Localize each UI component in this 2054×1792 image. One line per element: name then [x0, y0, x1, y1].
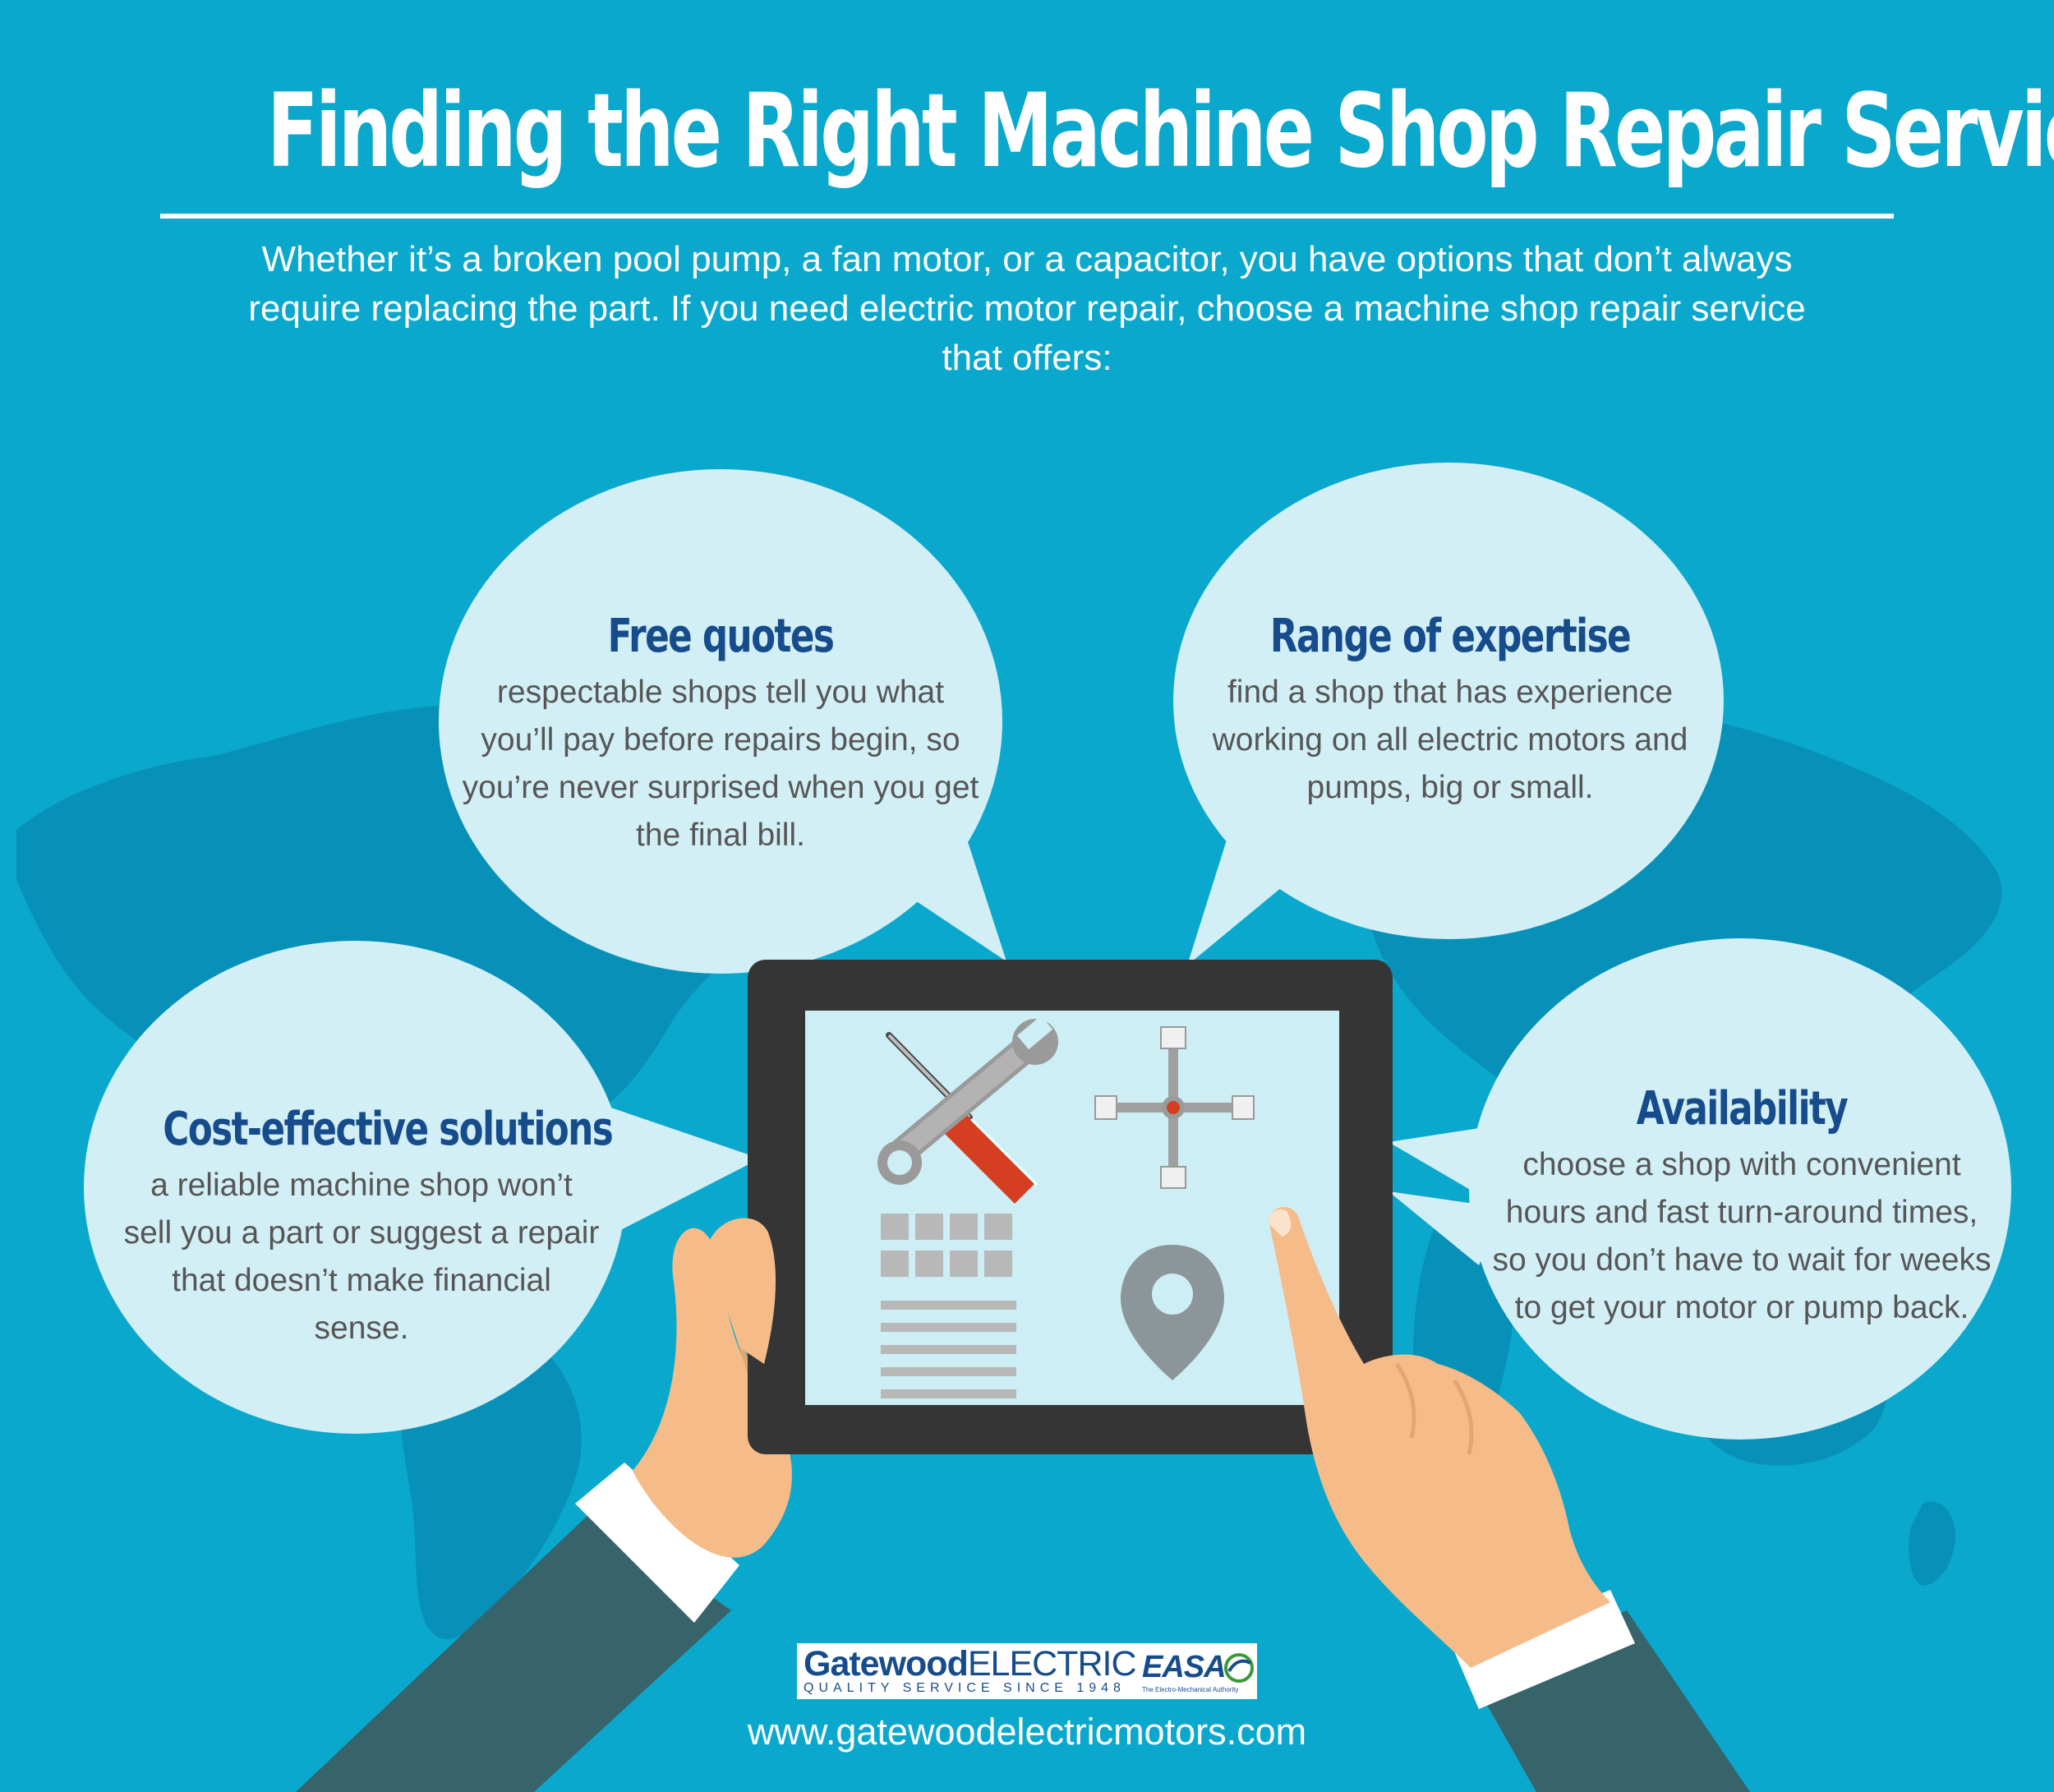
cost-effective-title: Cost-effective solutions — [163, 1103, 614, 1156]
left-thumb — [707, 1218, 776, 1364]
bubble-range-of-expertise — [1173, 463, 1724, 965]
location-pin-icon — [1121, 1245, 1224, 1380]
free-quotes-block: Free quotes respectable shops tell you w… — [458, 608, 983, 859]
left-arm — [296, 1228, 792, 1792]
screwdriver-wrench-icon — [877, 1015, 1058, 1204]
logo-brand-bold: Gatewood — [804, 1644, 969, 1684]
right-arm — [1454, 1590, 1750, 1792]
availability-block: Availability choose a shop with convenie… — [1479, 1080, 2005, 1332]
page-title: Finding the Right Machine Shop Repair Se… — [267, 72, 2054, 191]
bubble-availability — [1389, 938, 2011, 1440]
cost-effective-body: a reliable machine shop won’t sell you a… — [123, 1168, 600, 1346]
easa-swoosh-icon — [1224, 1653, 1254, 1683]
title-divider — [160, 214, 1894, 219]
logo-tagline: QUALITY SERVICE SINCE 1948 — [804, 1681, 1126, 1695]
intro-text: Whether it’s a broken pool pump, a fan m… — [248, 239, 1806, 378]
availability-body: choose a shop with convenient hours and … — [1492, 1147, 1992, 1325]
range-of-expertise-title: Range of expertise — [1269, 610, 1632, 663]
logo-brand-light: ELECTRIC — [967, 1644, 1137, 1684]
easa-logo: EASA The Electro-Mechanical Authority — [1142, 1650, 1254, 1696]
company-logo: GatewoodELECTRIC QUALITY SERVICE SINCE 1… — [797, 1643, 1257, 1699]
cost-effective-block: Cost-effective solutions a reliable mach… — [107, 1101, 616, 1352]
website-link[interactable]: www.gatewoodelectricmotors.com — [747, 1711, 1307, 1753]
lug-wrench-icon — [1094, 1026, 1255, 1189]
logo-wordmark: GatewoodELECTRIC — [804, 1643, 1136, 1684]
free-quotes-title: Free quotes — [607, 610, 835, 663]
range-of-expertise-block: Range of expertise find a shop that has … — [1183, 608, 1717, 812]
range-of-expertise-body: find a shop that has experience working … — [1212, 675, 1688, 805]
availability-title: Availability — [1636, 1082, 1849, 1136]
grid-list-icon — [881, 1214, 1016, 1398]
right-hand — [1269, 1207, 1610, 1668]
bubble-free-quotes — [439, 469, 1006, 974]
easa-subtitle: The Electro-Mechanical Authority — [1142, 1686, 1239, 1693]
bubble-cost-effective — [84, 941, 760, 1434]
free-quotes-body: respectable shops tell you what you’ll p… — [462, 675, 979, 853]
tablet — [748, 960, 1393, 1454]
easa-wordmark: EASA — [1142, 1650, 1227, 1684]
